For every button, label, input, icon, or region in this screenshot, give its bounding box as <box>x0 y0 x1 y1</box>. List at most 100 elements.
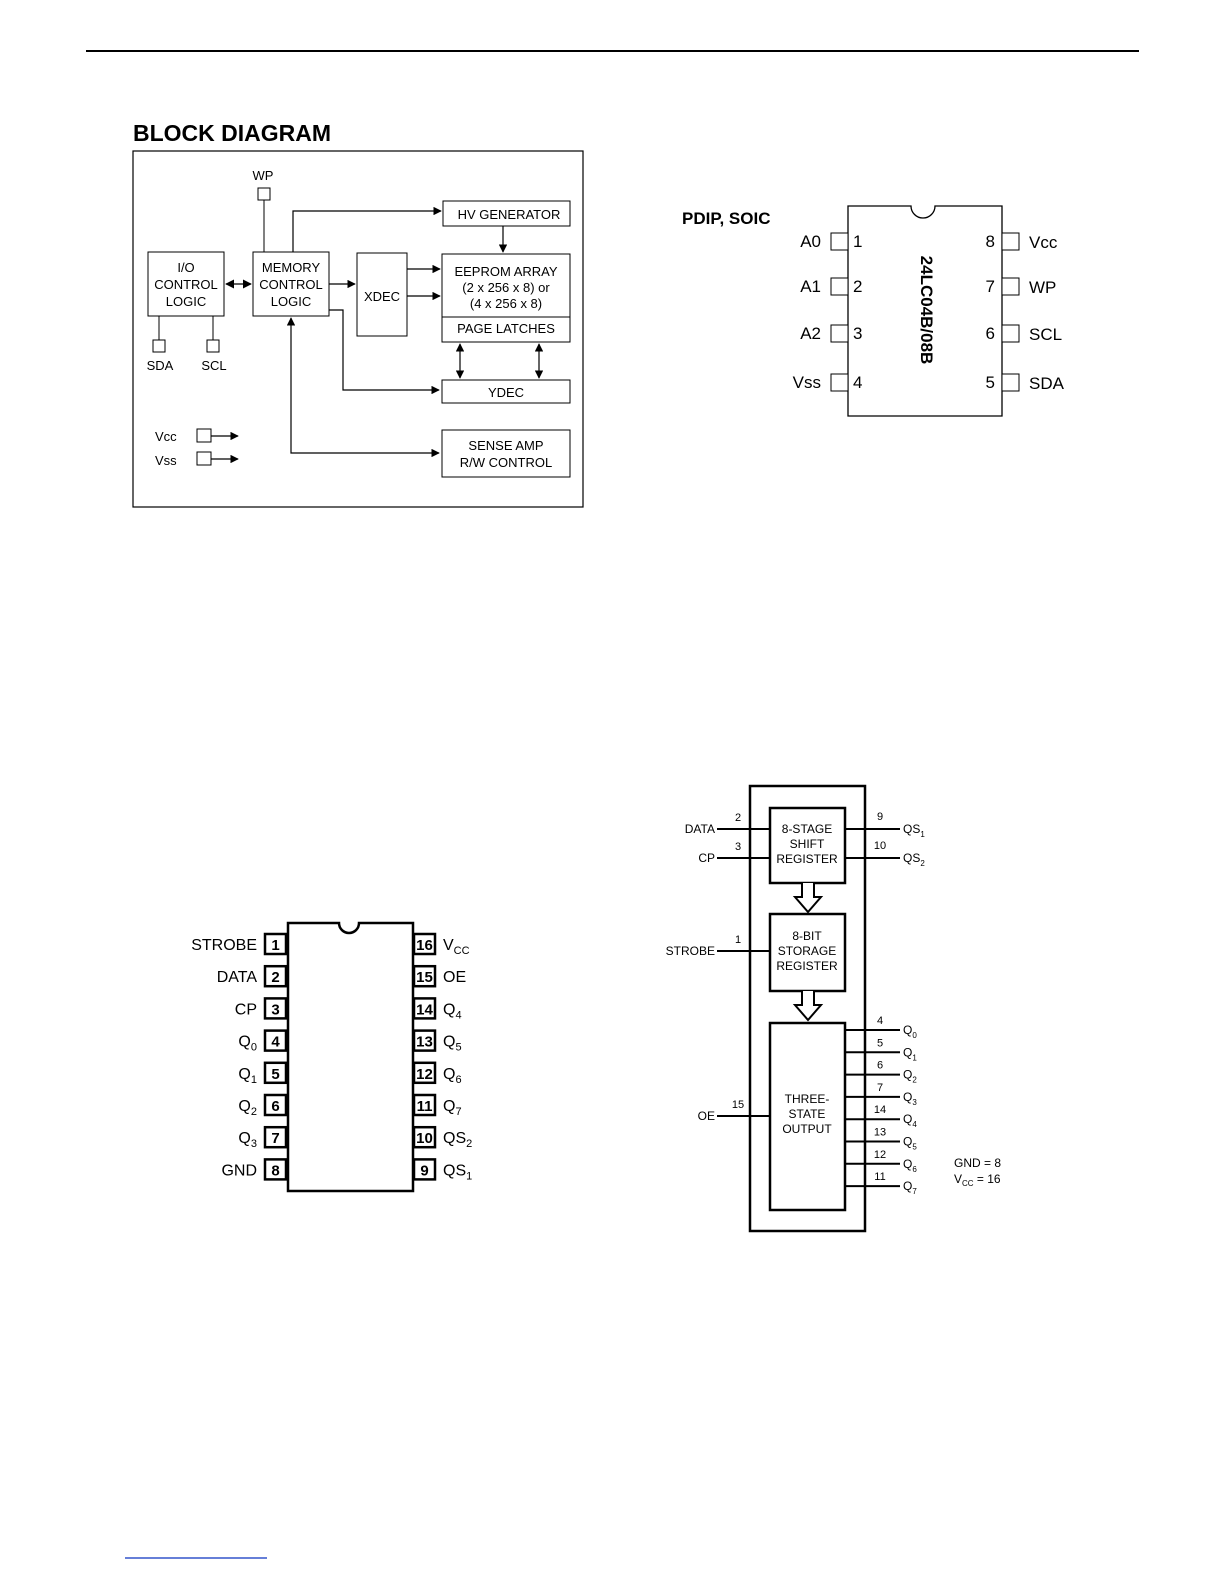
dip16-pin-1 <box>263 932 288 956</box>
pdip-pin-number-7: 7 <box>986 277 995 296</box>
storage-register-line1: 8-BIT <box>792 929 822 943</box>
dip16-pin-8 <box>263 1158 288 1181</box>
block-diagram: BLOCK DIAGRAM WP I/O CONTROL LOGIC SDA S… <box>132 120 584 508</box>
vcc-label: Vcc <box>155 429 177 444</box>
sense-amp-line2: R/W CONTROL <box>460 455 552 470</box>
input-number-2: 2 <box>735 812 741 824</box>
logic-diagram-frame <box>748 784 867 1233</box>
dip16-pin-number-10: 10 <box>416 1130 433 1147</box>
dip16-pin-6 <box>263 1093 288 1117</box>
dip16-pin-name-11: Q7 <box>443 1098 462 1118</box>
eeprom-line3: (4 x 256 x 8) <box>470 296 542 311</box>
dip16-pin-14 <box>412 997 437 1020</box>
io-control-logic-block <box>147 251 225 317</box>
dip16-pin-2 <box>263 964 288 988</box>
output-number-11: 11 <box>874 1171 885 1183</box>
output-name-13: Q5 <box>903 1135 917 1152</box>
wp-label: WP <box>253 168 274 183</box>
ydec-label: YDEC <box>488 385 524 400</box>
dip16-pin-4 <box>263 1029 288 1052</box>
dip16-pin-11 <box>412 1093 437 1117</box>
dip16-pin-name-8: GND <box>221 1162 257 1179</box>
output-line2: STATE <box>789 1107 826 1121</box>
dip16-pin-number-13: 13 <box>416 1034 433 1051</box>
storage-to-output-arrow <box>792 991 824 1022</box>
shift-register-line3: REGISTER <box>776 852 838 866</box>
dip16-pin-number-12: 12 <box>416 1066 433 1083</box>
io-logic-line2: CONTROL <box>154 277 218 292</box>
output-number-14: 14 <box>874 1104 886 1116</box>
dip16-pin-name-5: Q1 <box>238 1066 257 1086</box>
xdec-label: XDEC <box>364 289 400 304</box>
dip16-pin-name-7: Q3 <box>238 1130 257 1150</box>
pdip-pin-number-6: 6 <box>986 324 995 343</box>
sda-pin <box>152 339 166 353</box>
block-diagram-frame <box>132 150 584 508</box>
pdip-pin-name-7: WP <box>1029 278 1056 297</box>
pdip-pin-name-3: A2 <box>800 324 821 343</box>
pdip-pin-name-1: A0 <box>800 232 821 251</box>
vss-pin <box>196 451 212 466</box>
pdip-pin-2 <box>830 277 849 296</box>
pdip-pin-3 <box>830 324 849 343</box>
dip16-pin-number-7: 7 <box>271 1130 279 1147</box>
gnd-note: GND = 8 <box>954 1156 1001 1170</box>
dip16-pin-name-14: Q4 <box>443 1001 462 1021</box>
wp-pin <box>257 187 271 201</box>
vcc-pin <box>196 428 212 443</box>
ydec-block <box>441 379 571 404</box>
dip16-pin-15 <box>412 964 437 988</box>
pdip-pin-4 <box>830 373 849 392</box>
pdip-pin-number-4: 4 <box>853 373 862 392</box>
output-name-14: Q4 <box>903 1112 917 1129</box>
eeprom-line2: (2 x 256 x 8) or <box>462 280 550 295</box>
pdip-pin-name-2: A1 <box>800 277 821 296</box>
dip16-pin-number-1: 1 <box>271 937 279 954</box>
output-number-13: 13 <box>874 1127 886 1139</box>
dip16-pin-number-15: 15 <box>416 969 433 986</box>
input-number-1: 1 <box>735 934 741 946</box>
pdip-pin-number-3: 3 <box>853 324 862 343</box>
shift-to-storage-arrow <box>792 883 824 914</box>
dip16-pin-number-11: 11 <box>417 1098 433 1115</box>
dip16-pin-name-13: Q5 <box>443 1034 462 1054</box>
sense-amp-block <box>441 429 571 478</box>
dip16-pin-9 <box>412 1158 437 1181</box>
pdip-pin-8 <box>1001 232 1020 251</box>
output-number-12: 12 <box>874 1149 886 1161</box>
dip16-pin-12 <box>412 1061 437 1085</box>
shift-register-line1: 8-STAGE <box>782 822 832 836</box>
output-name-11: Q7 <box>903 1179 917 1196</box>
dip16-pin-name-9: QS1 <box>443 1162 472 1182</box>
dip16-pin-5 <box>263 1061 288 1085</box>
dip16-pin-name-12: Q6 <box>443 1066 462 1086</box>
output-name-5: Q1 <box>903 1045 917 1062</box>
output-number-7: 7 <box>877 1082 883 1094</box>
memory-logic-line1: MEMORY <box>262 260 321 275</box>
dip16-pin-name-15: OE <box>443 969 466 986</box>
pdip-pin-5 <box>1001 373 1020 392</box>
input-number-15: 15 <box>732 1099 744 1111</box>
logic-diagram: 8-STAGE SHIFT REGISTER 8-BIT STORAGE REG… <box>666 784 1001 1233</box>
dip16-pin-16 <box>412 932 437 956</box>
vss-label: Vss <box>155 453 177 468</box>
output-name-7: Q3 <box>903 1090 917 1107</box>
memory-logic-line2: CONTROL <box>259 277 323 292</box>
shift-output-name-10: QS2 <box>903 851 925 868</box>
dip16-pin-3 <box>263 997 288 1020</box>
pdip-soic-title: PDIP, SOIC <box>682 209 771 228</box>
dip16-pin-number-14: 14 <box>416 1001 433 1018</box>
output-name-4: Q0 <box>903 1023 917 1040</box>
pdip-pin-1 <box>830 232 849 251</box>
dip16-pin-number-8: 8 <box>271 1162 279 1179</box>
pdip-pin-number-2: 2 <box>853 277 862 296</box>
dip16-pin-number-4: 4 <box>271 1034 280 1051</box>
vcc-note: VCC = 16 <box>954 1172 1001 1188</box>
output-line1: THREE- <box>785 1092 830 1106</box>
eeprom-array-block <box>441 253 571 343</box>
sda-label: SDA <box>147 358 174 373</box>
pdip-pin-number-5: 5 <box>986 373 995 392</box>
dip16-pin-name-16: VCC <box>443 937 470 957</box>
input-name-3: CP <box>698 851 715 865</box>
